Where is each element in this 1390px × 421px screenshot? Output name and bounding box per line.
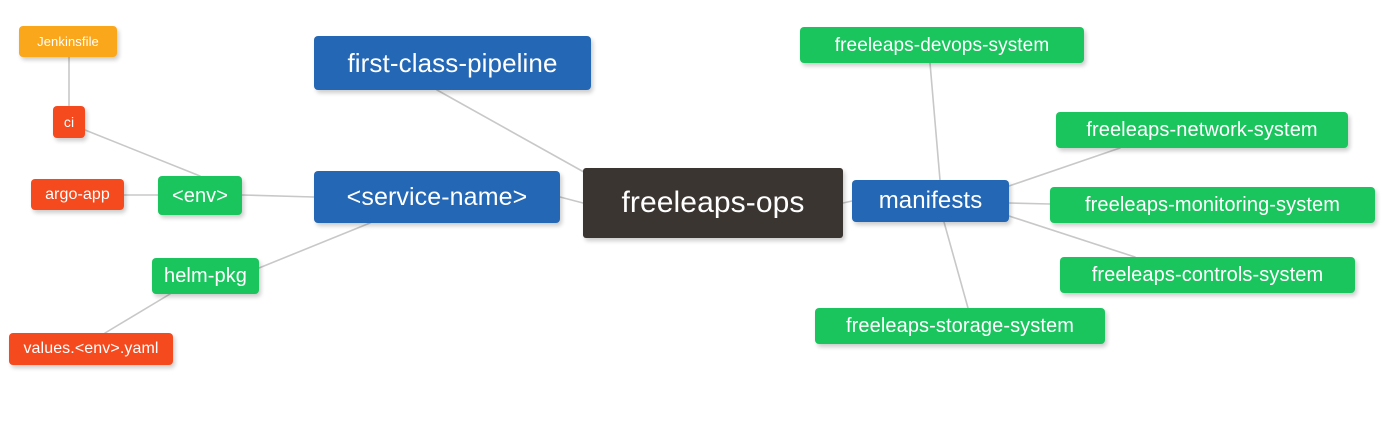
node-monitoring[interactable]: freeleaps-monitoring-system xyxy=(1050,187,1375,223)
node-label: manifests xyxy=(878,187,983,214)
edge-root-to-manifests xyxy=(842,200,853,204)
node-label: freeleaps-monitoring-system xyxy=(1084,194,1340,216)
node-label: freeleaps-storage-system xyxy=(845,315,1075,337)
node-label: <env> xyxy=(171,184,229,207)
node-label: values.<env>.yaml xyxy=(23,340,159,357)
node-label: <service-name> xyxy=(346,182,528,211)
node-pipeline[interactable]: first-class-pipeline xyxy=(314,36,591,90)
node-label: first-class-pipeline xyxy=(347,48,558,78)
node-label: freeleaps-ops xyxy=(621,186,805,219)
node-root[interactable]: freeleaps-ops xyxy=(583,168,843,238)
edge-helm-to-values xyxy=(104,293,171,334)
node-values[interactable]: values.<env>.yaml xyxy=(9,333,173,365)
edge-env-to-ci xyxy=(84,129,201,177)
edge-service-to-pipeline xyxy=(436,89,592,177)
node-ci[interactable]: ci xyxy=(53,106,85,138)
node-controls[interactable]: freeleaps-controls-system xyxy=(1060,257,1355,293)
node-jenkins[interactable]: Jenkinsfile xyxy=(19,26,117,57)
node-argo[interactable]: argo-app xyxy=(31,179,124,210)
edge-root-to-service xyxy=(559,196,584,204)
node-manifests[interactable]: manifests xyxy=(852,180,1009,222)
edge-service-to-helm xyxy=(258,222,371,269)
node-label: freeleaps-network-system xyxy=(1086,119,1318,141)
edge-manifests-to-devops xyxy=(929,62,941,181)
node-label: freeleaps-devops-system xyxy=(834,34,1050,56)
node-label: argo-app xyxy=(45,185,110,203)
edge-service-to-env xyxy=(241,194,315,198)
edge-manifests-to-storage xyxy=(943,221,969,309)
node-helm[interactable]: helm-pkg xyxy=(152,258,259,294)
node-network[interactable]: freeleaps-network-system xyxy=(1056,112,1348,148)
node-label: ci xyxy=(63,114,75,130)
node-label: Jenkinsfile xyxy=(37,34,99,49)
edge-manifests-to-network xyxy=(1008,147,1121,187)
node-devops[interactable]: freeleaps-devops-system xyxy=(800,27,1084,63)
node-label: helm-pkg xyxy=(163,265,248,287)
node-label: freeleaps-controls-system xyxy=(1091,264,1324,286)
node-env[interactable]: <env> xyxy=(158,176,242,215)
node-storage[interactable]: freeleaps-storage-system xyxy=(815,308,1105,344)
edge-manifests-to-monitoring xyxy=(1008,202,1051,205)
node-service[interactable]: <service-name> xyxy=(314,171,560,223)
